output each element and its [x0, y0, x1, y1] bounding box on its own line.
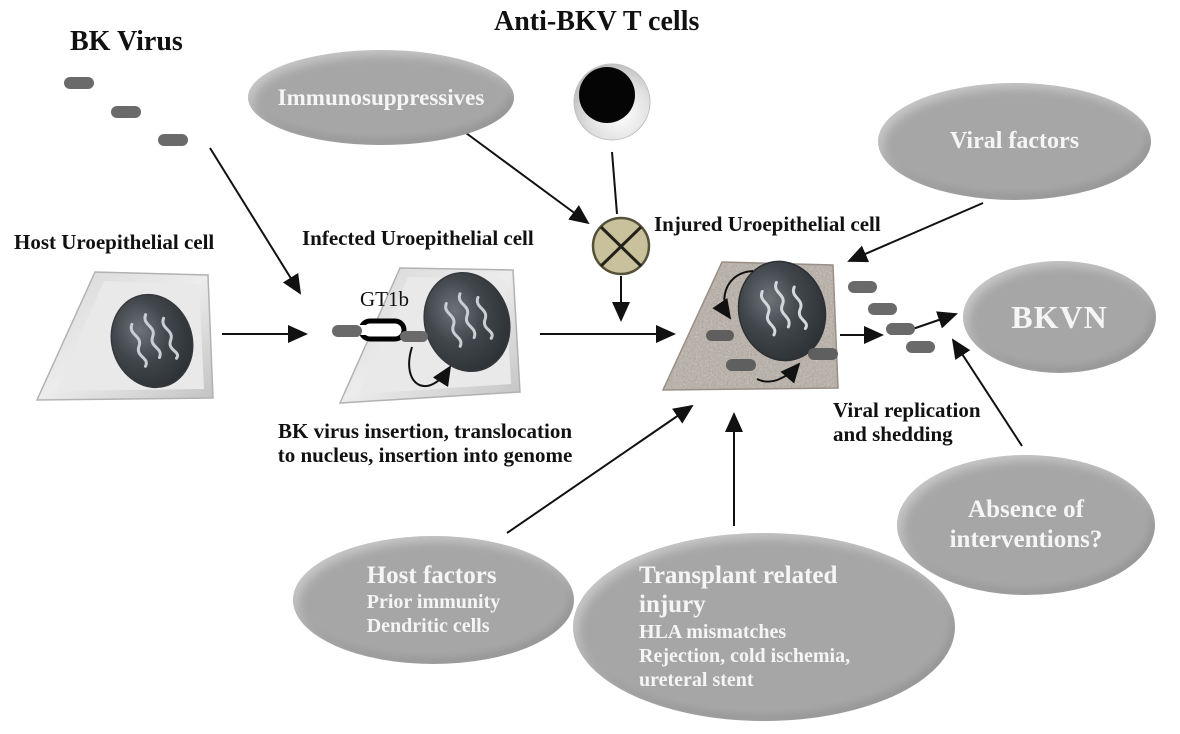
- immunosuppressives-label: Immunosuppressives: [277, 84, 485, 110]
- absence-label: Absence of interventions?: [950, 495, 1103, 555]
- blocked-t-cell-icon: [591, 216, 651, 276]
- absence-ellipse: Absence of interventions?: [897, 455, 1155, 595]
- arrow-viralfactors-to-injured: [847, 202, 984, 263]
- transplant-item-2: Rejection, cold ischemia,: [639, 644, 851, 667]
- transplant-item-1: HLA mismatches: [639, 620, 787, 643]
- arrow-absence-to-bkvn: [951, 338, 1023, 447]
- arrow-replication-cycle-right: [756, 362, 801, 384]
- insertion-annotation: BK virus insertion, translocation to nuc…: [240, 419, 610, 467]
- bkvn-ellipse: BKVN: [963, 261, 1156, 373]
- viral-factors-ellipse: Viral factors: [878, 83, 1151, 200]
- host-cell-nucleus: [110, 293, 194, 389]
- virion-internalized: [400, 331, 428, 342]
- immunosuppressives-ellipse: Immunosuppressives: [248, 50, 514, 145]
- viral-replication-annotation: Viral replication and shedding: [833, 398, 981, 446]
- connector-arrows: [209, 132, 1023, 534]
- infected-cell-nucleus: [423, 271, 511, 373]
- transplant-title: Transplant related injury: [639, 562, 838, 618]
- arrow-hostfactors-to-injured: [506, 404, 694, 534]
- injured-cell-icon: [661, 260, 839, 391]
- insertion-line1: BK virus insertion, translocation: [277, 419, 572, 443]
- host-factors-ellipse: Host factors Prior immunity Dendritic ce…: [293, 536, 574, 664]
- gt1b-label: GT1b: [360, 287, 409, 311]
- transplant-injury-ellipse: Transplant related injury HLA mismatches…: [573, 533, 955, 721]
- host-factors-item-1: Prior immunity: [366, 591, 501, 613]
- infected-cell-icon: [332, 267, 521, 404]
- replication-line2: and shedding: [833, 421, 953, 446]
- replication-line1: Viral replication: [833, 398, 981, 422]
- arrow-replication-cycle-left: [712, 270, 754, 320]
- arrow-translocation-to-nucleus: [408, 346, 452, 388]
- bk-virus-title: BK Virus: [70, 26, 183, 57]
- insertion-line2: to nucleus, insertion into genome: [277, 442, 573, 467]
- injured-cell-nucleus: [737, 260, 827, 362]
- absence-line1: Absence of: [968, 496, 1084, 523]
- host-factors-title: Host factors: [366, 562, 497, 589]
- t-cell-icon: [573, 63, 651, 141]
- line-tcell-to-blocked: [611, 151, 618, 215]
- host-factors-item-2: Dendritic cells: [366, 615, 490, 637]
- host-cell-label: Host Uroepithelial cell: [14, 230, 215, 254]
- viral-factors-label: Viral factors: [949, 128, 1080, 154]
- bkvn-label: BKVN: [1011, 298, 1108, 335]
- host-factors-content: Host factors Prior immunity Dendritic ce…: [367, 562, 501, 638]
- anti-bkv-title: Anti-BKV T cells: [494, 6, 700, 37]
- virions-replicating: [706, 330, 838, 371]
- injured-cell-label: Injured Uroepithelial cell: [654, 212, 881, 236]
- host-cell-icon: [35, 271, 214, 401]
- arrow-bkvirus-to-infected: [209, 147, 302, 295]
- transplant-content: Transplant related injury HLA mismatches…: [639, 562, 889, 692]
- arrow-immunosuppressives-to-blocked: [465, 132, 590, 225]
- shed-virions-icon: [848, 281, 935, 353]
- absence-line2: interventions?: [949, 526, 1103, 553]
- transplant-item-3: ureteral stent: [639, 668, 754, 691]
- virion-docking: [332, 325, 362, 337]
- bk-virus-particles-icon: [64, 77, 188, 146]
- infected-cell-label: Infected Uroepithelial cell: [302, 226, 534, 250]
